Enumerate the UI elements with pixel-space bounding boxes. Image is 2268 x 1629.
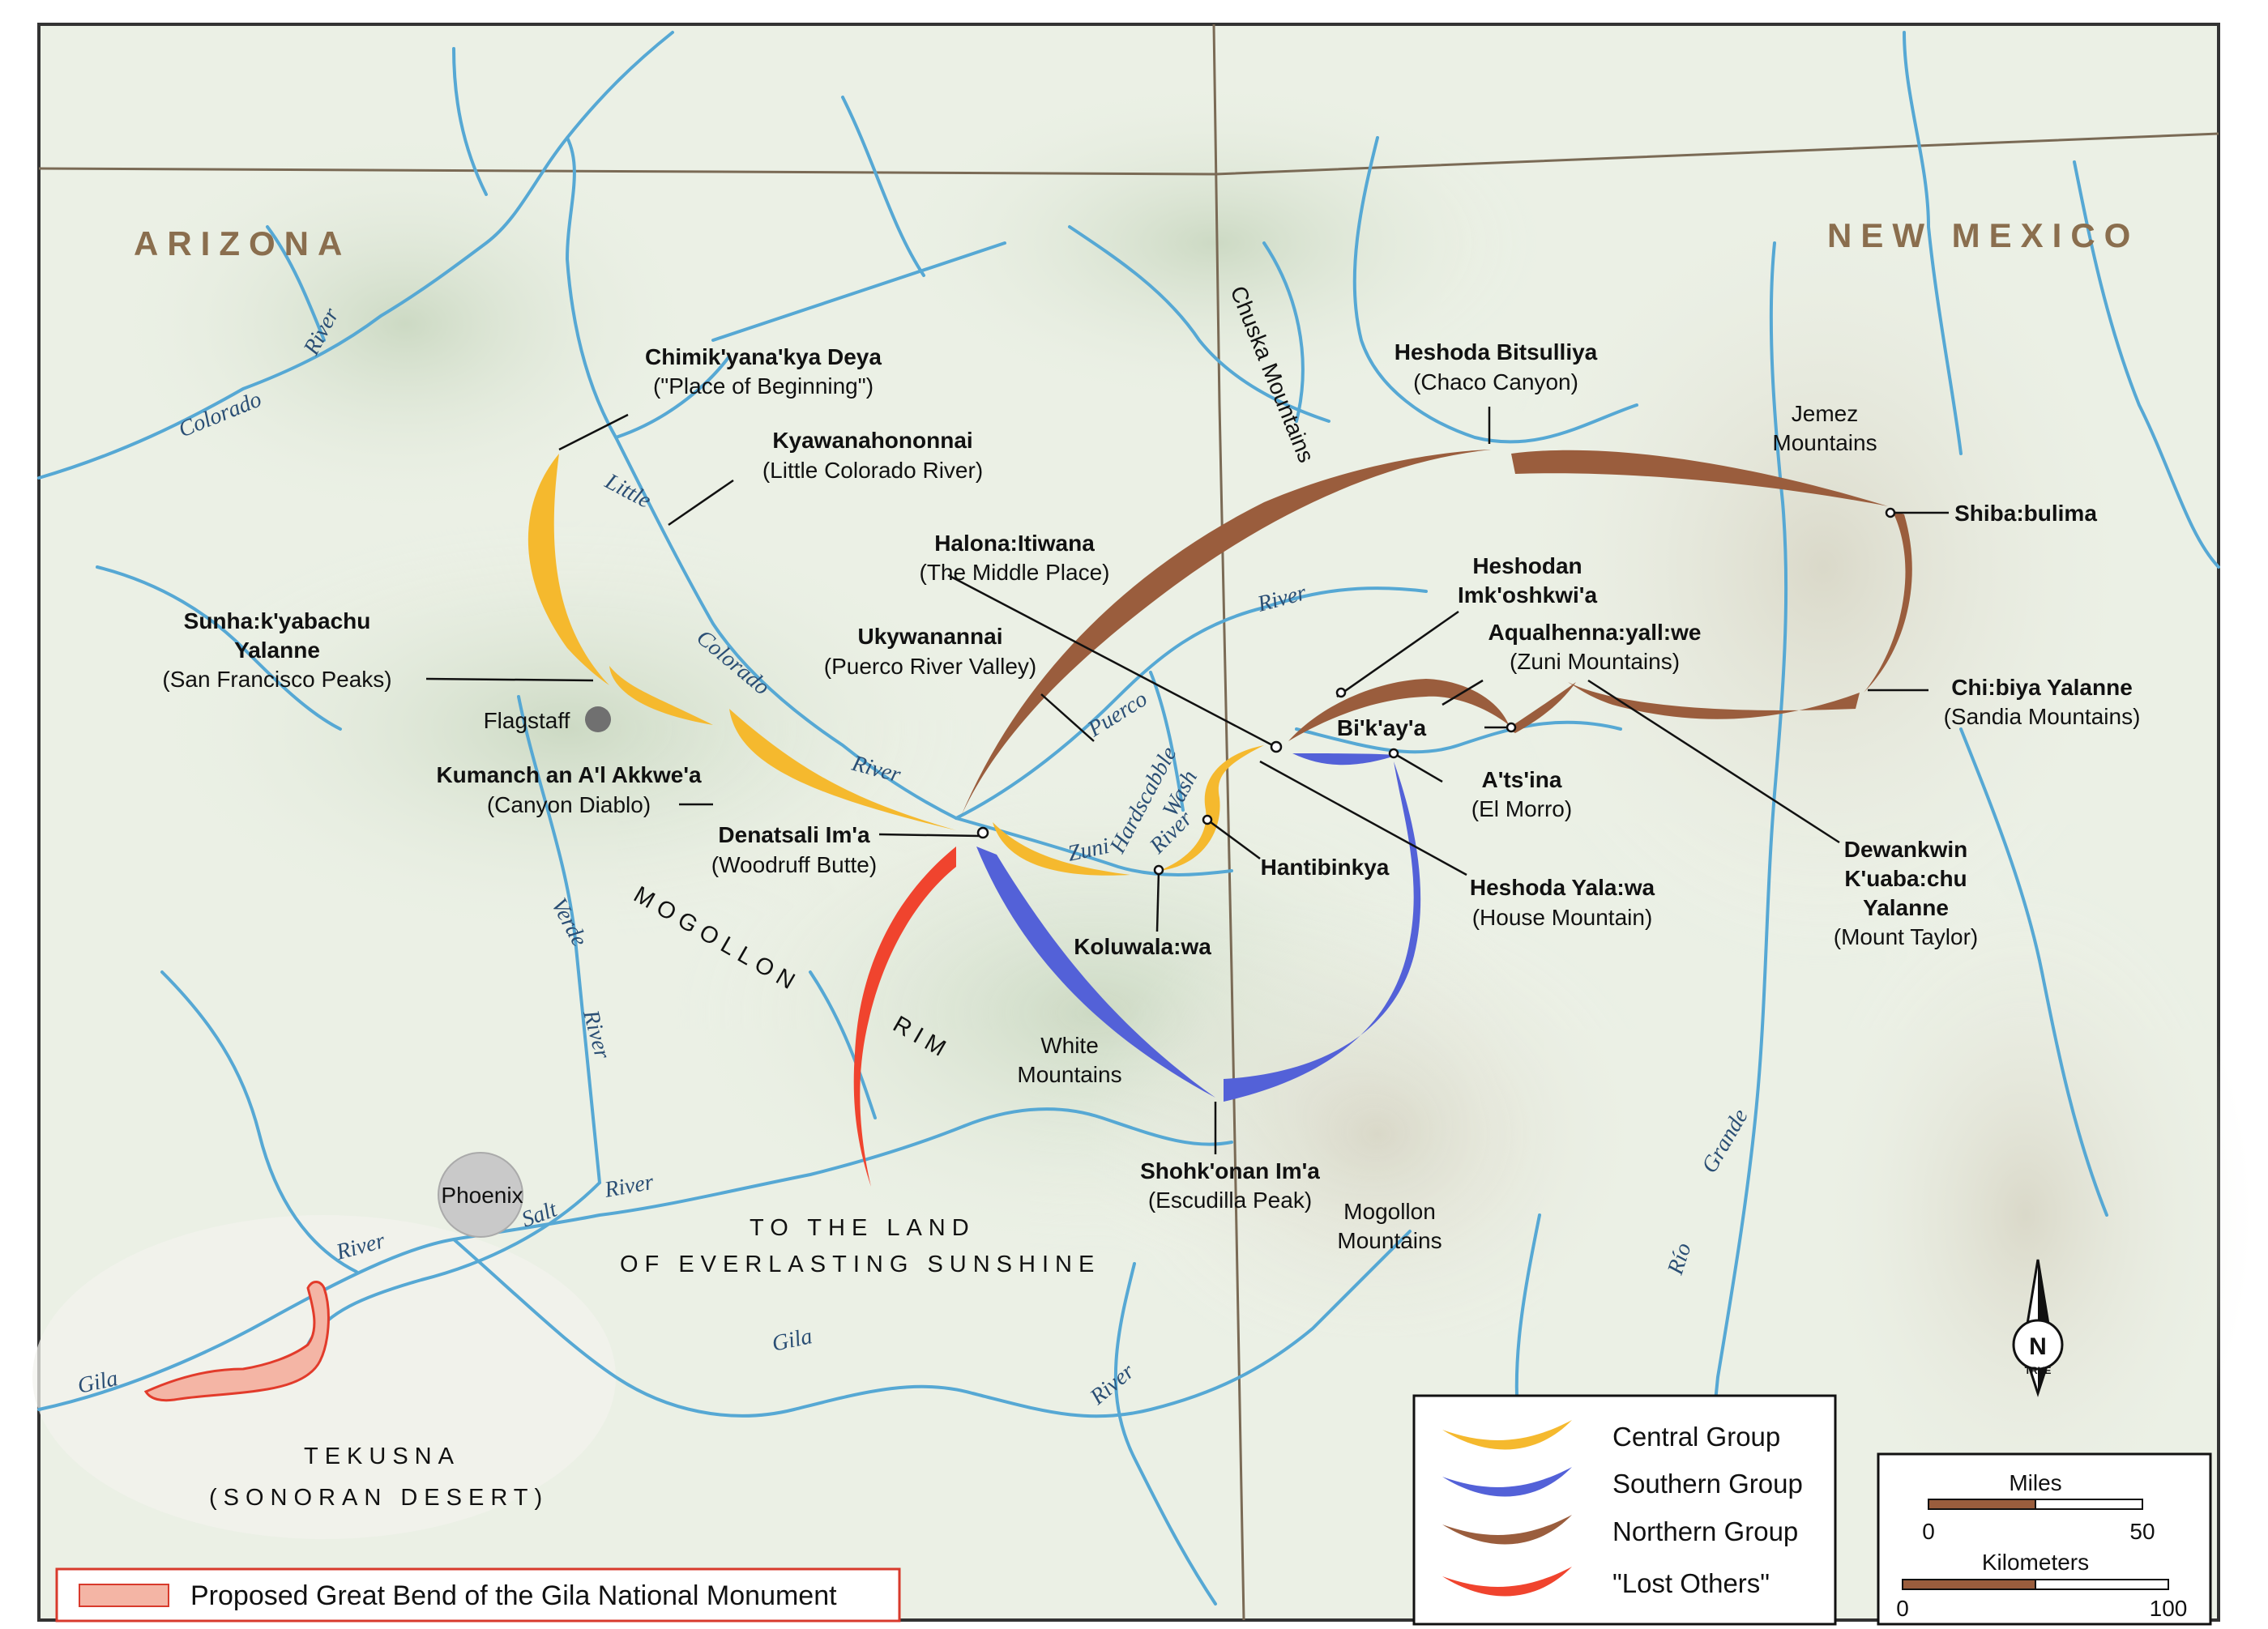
region-arizona: ARIZONA xyxy=(134,224,351,262)
svg-text:Halona:Itiwana: Halona:Itiwana xyxy=(934,531,1095,556)
legend-label: Central Group xyxy=(1612,1422,1780,1452)
southern-group-arcs xyxy=(976,753,1421,1102)
state-borders xyxy=(38,23,2219,1621)
svg-text:0: 0 xyxy=(1896,1596,1909,1621)
svg-text:(Woodruff Butte): (Woodruff Butte) xyxy=(711,852,877,877)
north-true: TRUE xyxy=(2025,1365,2052,1376)
svg-text:Yalanne: Yalanne xyxy=(1863,895,1949,920)
svg-text:Ukywanannai: Ukywanannai xyxy=(858,624,1003,649)
svg-text:(Sandia Mountains): (Sandia Mountains) xyxy=(1944,704,2141,729)
svg-text:Flagstaff: Flagstaff xyxy=(484,708,570,733)
svg-text:Phoenix: Phoenix xyxy=(441,1183,523,1208)
flagstaff-marker xyxy=(585,706,611,732)
svg-text:(Canyon Diablo): (Canyon Diablo) xyxy=(487,792,651,817)
svg-text:Kumanch an A'l Akkwe'a: Kumanch an A'l Akkwe'a xyxy=(436,762,702,787)
svg-text:0: 0 xyxy=(1922,1519,1935,1544)
svg-text:Dewankwin: Dewankwin xyxy=(1844,837,1967,862)
svg-text:Heshoda Yala:wa: Heshoda Yala:wa xyxy=(1470,875,1655,900)
legend-label: Northern Group xyxy=(1612,1516,1798,1546)
legend-swatch xyxy=(1442,1567,1572,1597)
svg-text:(Escudilla Peak): (Escudilla Peak) xyxy=(1148,1188,1312,1213)
svg-text:K'uaba:chu: K'uaba:chu xyxy=(1844,866,1967,891)
svg-text:Imk'oshkwi'a: Imk'oshkwi'a xyxy=(1458,582,1597,608)
svg-text:Heshodan: Heshodan xyxy=(1472,553,1582,578)
svg-text:Shohk'onan Im'a: Shohk'onan Im'a xyxy=(1140,1158,1320,1183)
river-network xyxy=(37,31,2220,1622)
svg-text:(El Morro): (El Morro) xyxy=(1471,796,1572,821)
svg-text:Yalanne: Yalanne xyxy=(234,638,320,663)
svg-text:(Little Colorado River): (Little Colorado River) xyxy=(762,458,983,483)
svg-text:Mountains: Mountains xyxy=(1017,1062,1121,1087)
place-labels: Chimik'yana'kya Deya ("Place of Beginnin… xyxy=(162,339,2140,1253)
svg-text:Kyawanahononnai: Kyawanahononnai xyxy=(772,428,972,453)
svg-text:Miles: Miles xyxy=(2009,1470,2061,1495)
svg-text:(House Mountain): (House Mountain) xyxy=(1472,905,1653,930)
svg-text:Heshoda Bitsulliya: Heshoda Bitsulliya xyxy=(1395,339,1598,365)
svg-text:50: 50 xyxy=(2129,1519,2155,1544)
svg-text:Chi:biya Yalanne: Chi:biya Yalanne xyxy=(1951,675,2133,700)
svg-text:Hantibinkya: Hantibinkya xyxy=(1261,855,1390,880)
svg-text:Aqualhenna:yall:we: Aqualhenna:yall:we xyxy=(1489,620,1702,645)
svg-text:(Mount Taylor): (Mount Taylor) xyxy=(1834,924,1978,949)
svg-text:(Zuni Mountains): (Zuni Mountains) xyxy=(1510,649,1680,674)
legend-label: "Lost Others" xyxy=(1612,1568,1770,1598)
north-letter: N xyxy=(2029,1333,2047,1360)
region-new-mexico: NEW MEXICO xyxy=(1827,216,2139,254)
svg-text:Sunha:k'yabachu: Sunha:k'yabachu xyxy=(184,608,371,633)
svg-text:White: White xyxy=(1040,1033,1099,1058)
svg-text:Bi'k'ay'a: Bi'k'ay'a xyxy=(1337,715,1427,740)
northern-group-arcs xyxy=(960,450,1912,818)
region-to-land: TO THE LAND xyxy=(750,1215,976,1241)
leader-lines xyxy=(425,407,1949,1154)
region-sonoran: (SONORAN DESERT) xyxy=(209,1485,549,1511)
north-arrow: N TRUE xyxy=(2012,1259,2064,1397)
lost-others-arc xyxy=(853,846,956,1187)
monument-legend: Proposed Great Bend of the Gila National… xyxy=(55,1567,901,1623)
monument-area xyxy=(143,1281,330,1402)
svg-text:Denatsali Im'a: Denatsali Im'a xyxy=(718,822,870,847)
scale-bar: Miles 0 50 Kilometers 0 100 xyxy=(1877,1452,2212,1626)
svg-text:Mountains: Mountains xyxy=(1337,1228,1442,1253)
svg-text:(Puerco River Valley): (Puerco River Valley) xyxy=(824,654,1036,679)
region-everlasting: OF EVERLASTING SUNSHINE xyxy=(620,1252,1100,1277)
svg-text:Mogollon: Mogollon xyxy=(1343,1199,1436,1224)
legend-swatch xyxy=(1442,1467,1572,1497)
legend-swatch xyxy=(1442,1515,1572,1545)
svg-text:Shiba:bulima: Shiba:bulima xyxy=(1954,501,2097,526)
node-markers xyxy=(976,507,1896,876)
region-tekusna: TEKUSNA xyxy=(304,1443,460,1469)
svg-text:(Chaco Canyon): (Chaco Canyon) xyxy=(1413,369,1578,394)
legend-swatch xyxy=(1442,1420,1572,1450)
phoenix-marker xyxy=(438,1152,523,1238)
svg-text:Jemez: Jemez xyxy=(1792,401,1858,426)
svg-text:100: 100 xyxy=(2150,1596,2188,1621)
svg-text:("Place of Beginning"): ("Place of Beginning") xyxy=(653,373,873,399)
svg-text:(San Francisco Peaks): (San Francisco Peaks) xyxy=(162,667,391,692)
svg-text:A'ts'ina: A'ts'ina xyxy=(1482,767,1562,792)
central-group-arcs xyxy=(527,454,1264,876)
svg-text:Kilometers: Kilometers xyxy=(1982,1550,2089,1575)
svg-text:Mountains: Mountains xyxy=(1772,430,1877,455)
svg-text:Chimik'yana'kya Deya: Chimik'yana'kya Deya xyxy=(645,344,882,369)
svg-text:Proposed Great Bend of the Gil: Proposed Great Bend of the Gila National… xyxy=(190,1580,837,1611)
legend-label: Southern Group xyxy=(1612,1469,1803,1499)
svg-text:(The Middle Place): (The Middle Place) xyxy=(920,560,1110,585)
svg-text:Koluwala:wa: Koluwala:wa xyxy=(1074,934,1211,959)
